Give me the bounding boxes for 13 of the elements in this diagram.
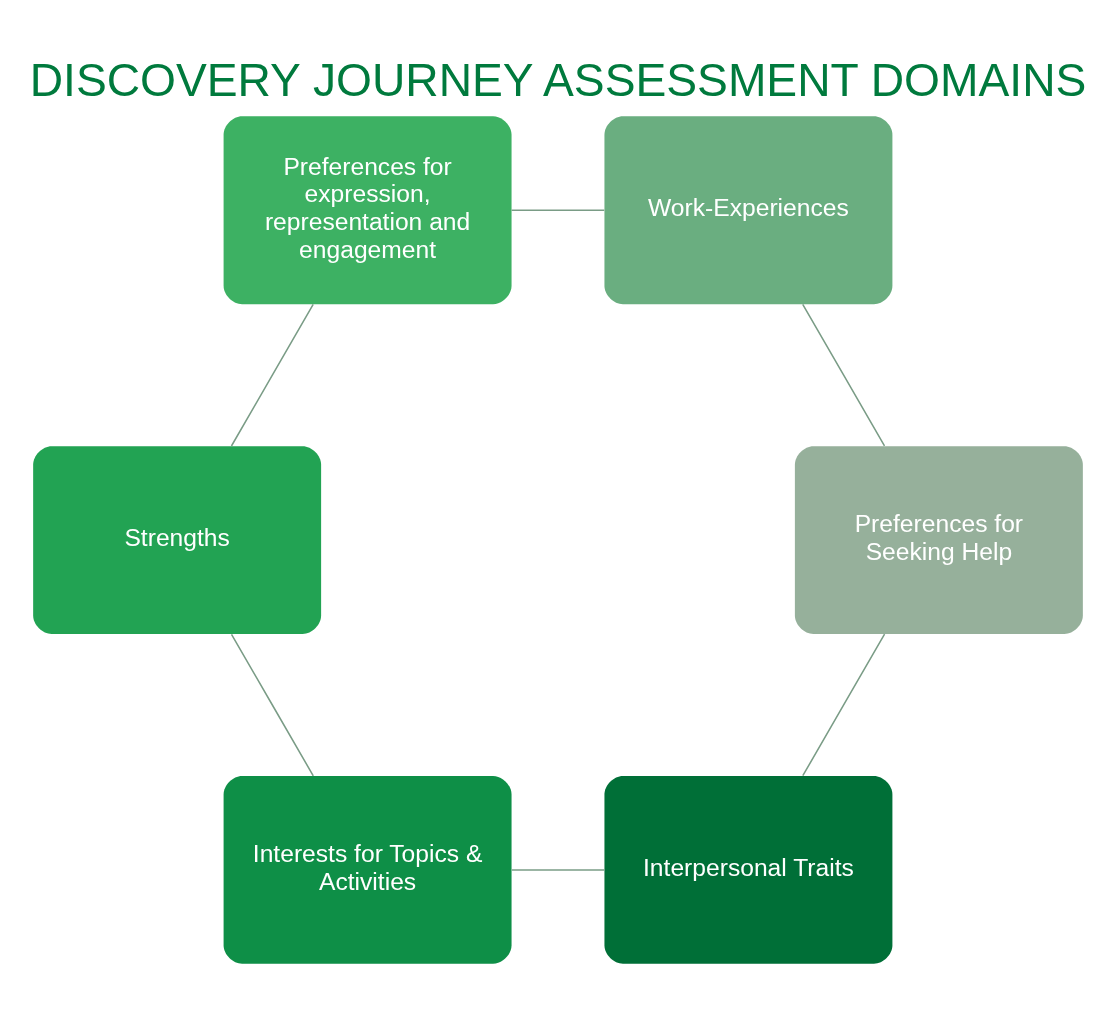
connector [801,303,886,447]
node-box: Work-Experiences [604,115,893,304]
node-box: Preferences for expression, representation and engagement [223,115,512,304]
connector [802,632,886,776]
node-box: Interpersonal Traits [604,775,893,964]
node-box: Strengths [33,445,322,634]
connector [230,633,315,777]
connector [230,303,314,447]
connector [511,868,606,871]
diagram-title: DISCOVERY JOURNEY ASSESSMENT DOMAINS [29,53,1087,106]
node-box: Interests for Topics & Activities [223,775,512,964]
connector [510,208,605,211]
node-box: Preferences for Seeking Help [794,445,1083,634]
